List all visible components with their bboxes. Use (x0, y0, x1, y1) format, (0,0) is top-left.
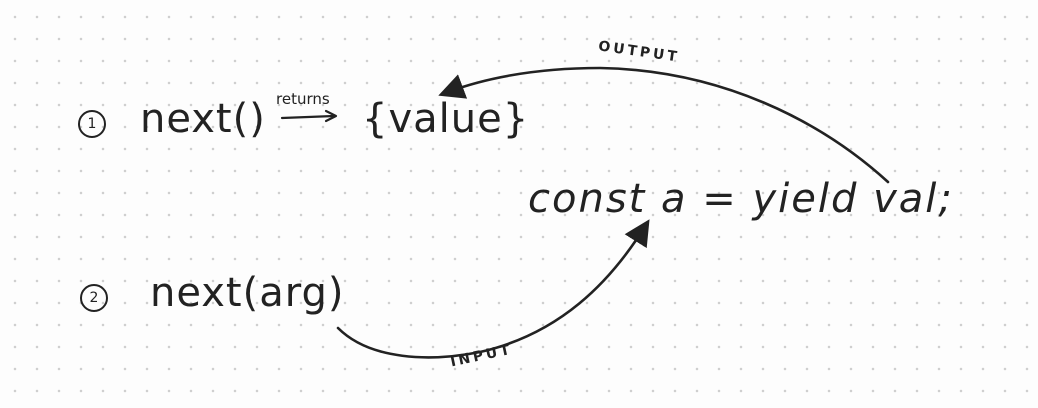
step-2-call: next(arg) (150, 270, 345, 316)
step-1-call: next() (140, 96, 266, 142)
step-1-number: 1 (78, 110, 106, 138)
returns-label: returns (276, 90, 330, 108)
returns-arrow-head (324, 109, 338, 123)
returns-arrow (280, 114, 336, 120)
step-2-number: 2 (80, 284, 108, 312)
input-arrow (336, 219, 650, 359)
output-arrow (438, 66, 890, 184)
yield-statement: const a = yield val; (528, 176, 954, 222)
step-1-result: {value} (362, 96, 530, 142)
